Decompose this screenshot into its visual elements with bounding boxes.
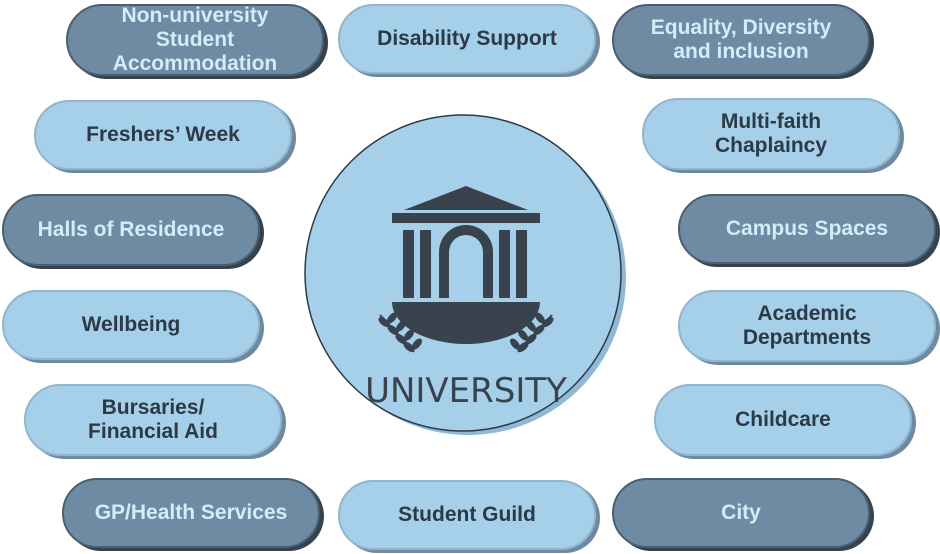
node-disability-support: Disability Support [338, 4, 596, 74]
hub-label: UNIVERSITY [365, 371, 567, 411]
node-label: City [721, 501, 761, 525]
node-label-line: Departments [742, 326, 872, 349]
node-label-line: Halls of Residence [37, 217, 225, 241]
node-label-line: Bursaries/ [101, 395, 205, 419]
node-label-line: GP/Health Services [94, 500, 288, 524]
node-freshers-week: Freshers’ Week [34, 100, 292, 170]
node-label-line: Disability Support [377, 26, 557, 50]
node-label: GP/Health Services [95, 501, 288, 525]
node-label: Freshers’ Week [86, 123, 240, 147]
node-label-line: Student Guild [398, 502, 536, 526]
node-label-line: Freshers’ Week [86, 122, 240, 146]
node-label: Wellbeing [82, 313, 181, 337]
node-campus-spaces: Campus Spaces [678, 194, 936, 264]
hub-circle [304, 114, 622, 432]
node-label-line: Financial Aid [88, 420, 218, 443]
university-building-icon [392, 186, 540, 344]
university-hub-graphic: UNIVERSITY [304, 114, 626, 435]
node-label-line: City [721, 500, 761, 524]
node-label-line: Chaplaincy [714, 134, 828, 157]
node-label-line: Non-university [121, 3, 269, 27]
node-childcare: Childcare [654, 384, 912, 456]
node-label: Bursaries/Financial Aid [88, 396, 218, 444]
laurel-left-icon [378, 312, 422, 353]
node-label-line: Student [155, 27, 235, 51]
node-gp-health-services: GP/Health Services [62, 478, 320, 548]
node-label-line: Wellbeing [81, 312, 181, 336]
node-halls-of-residence: Halls of Residence [2, 194, 260, 266]
university-hub: UNIVERSITY [300, 110, 630, 440]
node-label: Childcare [735, 408, 831, 432]
node-label-line: Accommodation [112, 52, 278, 76]
node-label-line: and inclusion [673, 40, 809, 63]
node-city: City [612, 478, 870, 548]
node-label-line: Equality, Diversity [650, 15, 832, 39]
node-bursaries-financial-aid: Bursaries/Financial Aid [24, 384, 282, 456]
node-student-guild: Student Guild [338, 480, 596, 550]
node-label: Disability Support [377, 27, 557, 51]
node-label: Student Guild [398, 503, 536, 527]
node-label-line: Childcare [735, 407, 831, 431]
node-wellbeing: Wellbeing [2, 290, 260, 360]
node-label-line: Campus Spaces [725, 216, 889, 240]
node-label-line: Academic [757, 301, 857, 325]
node-label: Campus Spaces [726, 217, 888, 241]
node-label: Halls of Residence [38, 218, 225, 242]
laurel-right-icon [510, 312, 554, 353]
node-label-line: Multi-faith [720, 109, 822, 133]
